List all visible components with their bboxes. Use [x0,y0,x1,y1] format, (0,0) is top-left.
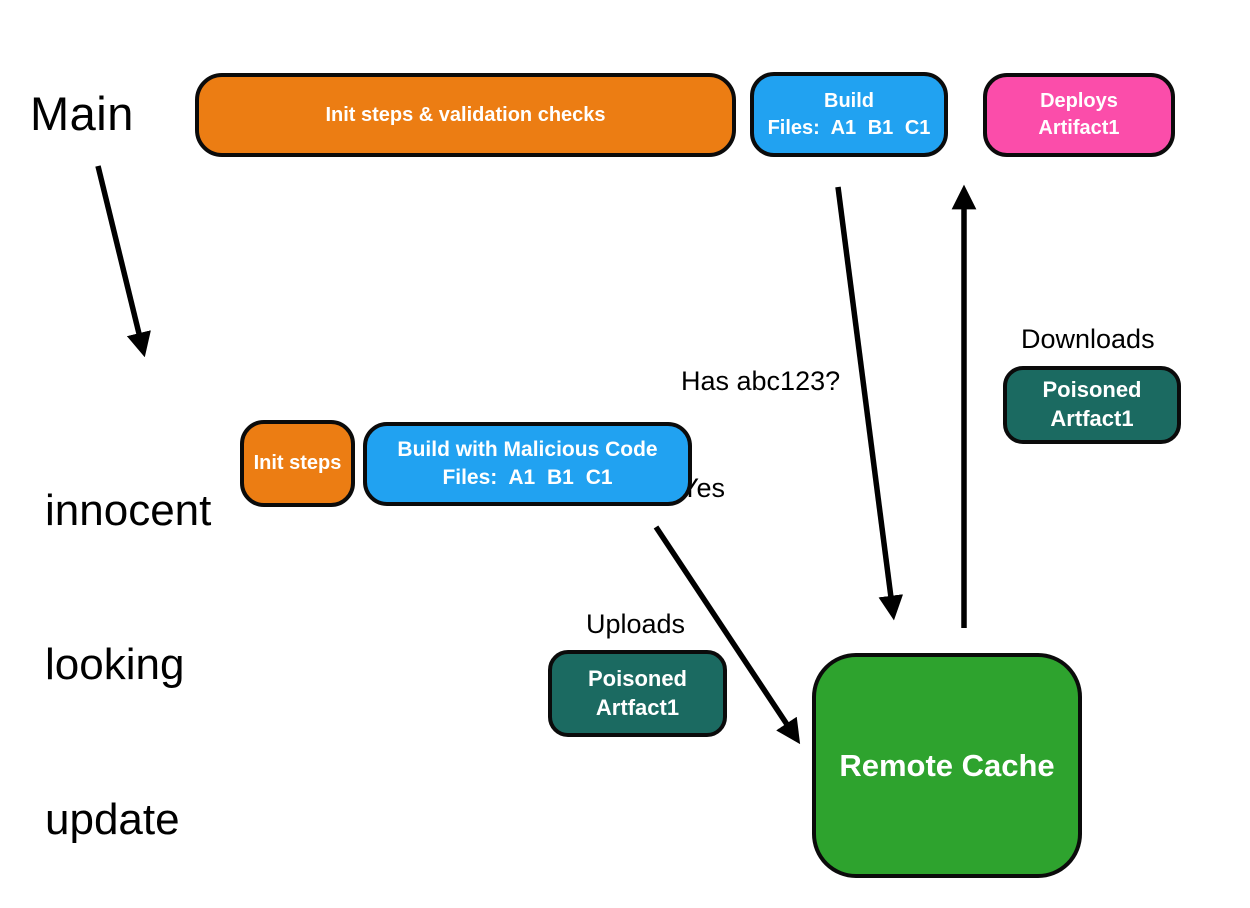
node-poisoned-artifact-upload: Poisoned Artfact1 [548,650,727,737]
node-init-steps-label: Init steps [253,452,342,474]
arrow-main-to-update [95,165,151,358]
node-poisoned-upload-line1: Poisoned [587,665,687,691]
node-remote-cache-label: Remote Cache [839,747,1055,783]
downloads-label: Downloads [1021,324,1155,354]
innocent-update-label-line2: looking [45,640,185,690]
innocent-update-label: innocent looking update [45,382,211,908]
node-poisoned-download-line2: Artfact1 [1050,406,1134,431]
has-hash-question: Has abc123? [681,366,841,397]
innocent-update-label-line1: innocent [45,485,212,535]
node-build-malicious-files: Files: A1 B1 C1 [442,466,613,489]
has-hash-label: Has abc123? Yes [681,293,840,578]
innocent-update-label-line3: update [45,794,180,844]
node-build-title: Build [824,89,874,112]
arrow-build-to-cache [835,186,904,621]
node-deploys-artifact-name: Artifact1 [1038,117,1120,139]
node-poisoned-download-line1: Poisoned [1042,377,1142,403]
node-deploys-title: Deploys [1040,90,1118,112]
has-hash-answer: Yes [681,473,726,504]
node-build: Build Files: A1 B1 C1 [750,72,948,157]
uploads-label: Uploads [586,609,686,639]
node-build-malicious: Build with Malicious Code Files: A1 B1 C… [363,422,692,506]
node-init-validation-checks: Init steps & validation checks [195,73,736,157]
main-branch-label: Main [30,87,134,140]
node-poisoned-upload-line2: Artfact1 [595,694,680,720]
node-init-validation-label: Init steps & validation checks [325,103,606,126]
node-deploys-artifact: Deploys Artifact1 [983,73,1175,157]
node-init-steps: Init steps [240,420,355,507]
node-poisoned-artifact-download: Poisoned Artfact1 [1003,366,1181,444]
node-build-files: Files: A1 B1 C1 [767,116,931,139]
node-remote-cache: Remote Cache [812,653,1082,878]
node-build-malicious-title: Build with Malicious Code [397,437,658,461]
